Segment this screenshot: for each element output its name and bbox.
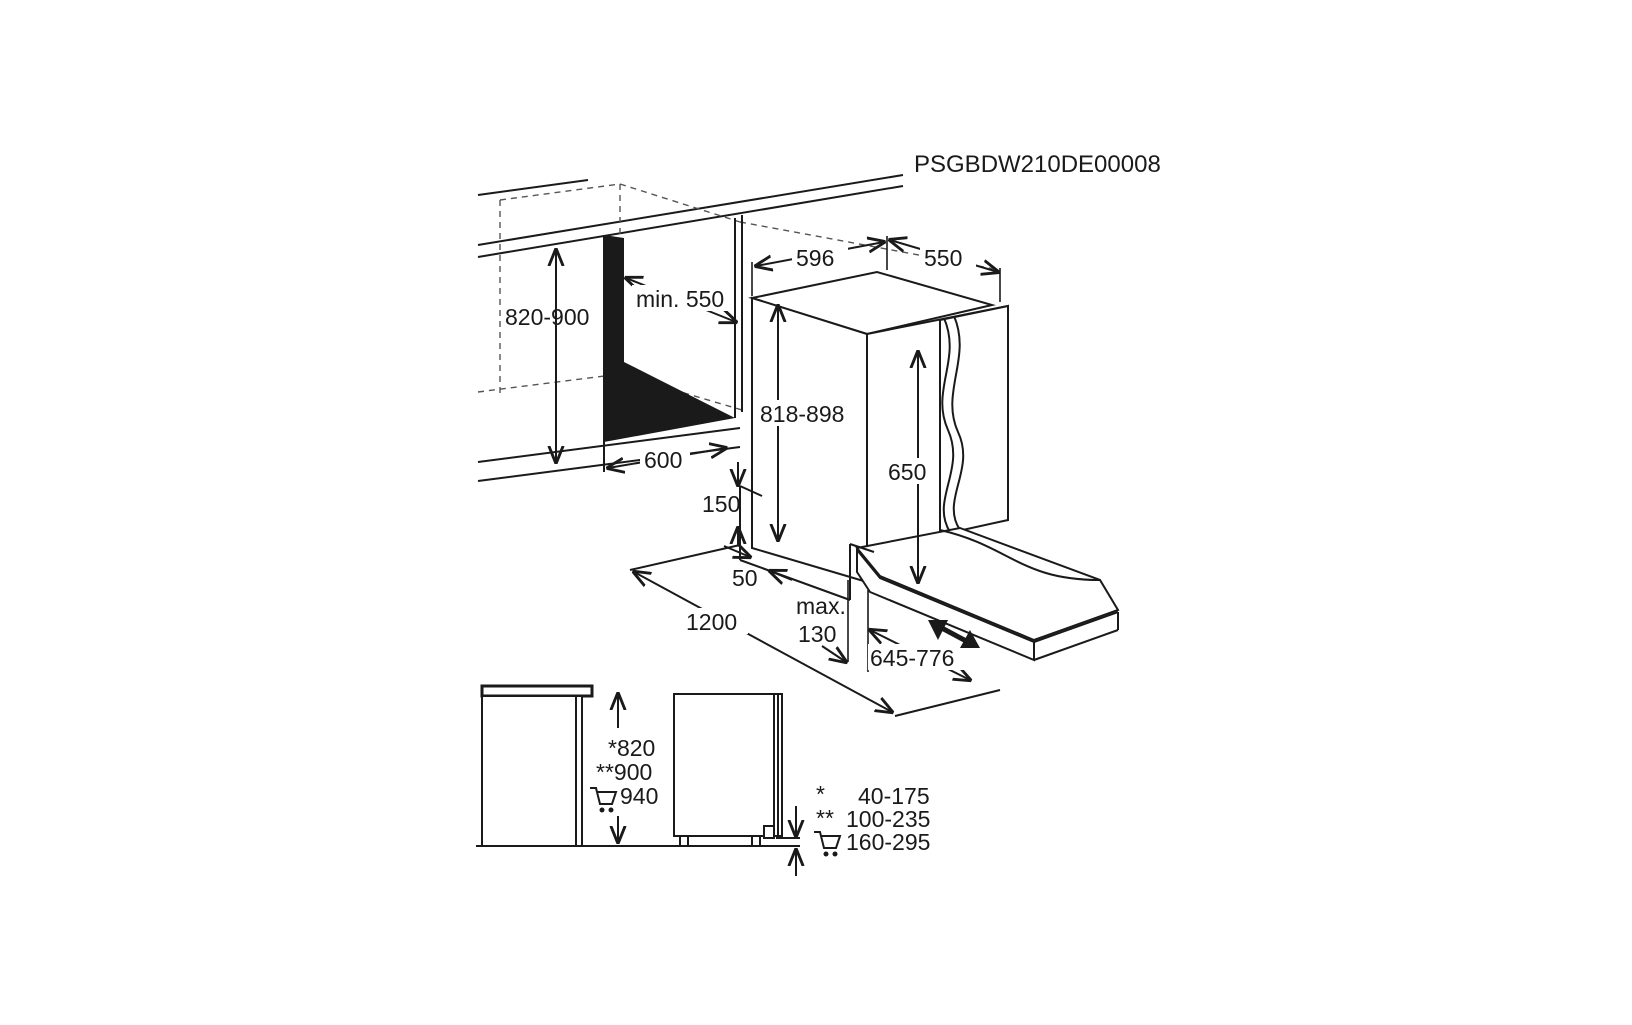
label-appliance-height: 818-898: [760, 401, 844, 427]
dimension-appliance-depth: 550: [890, 240, 1000, 302]
label-door-opening: 1200: [686, 609, 737, 635]
label-niche-height: 820-900: [505, 304, 589, 330]
shopping-cart-icon: [590, 787, 618, 813]
cabinet-side-panel: [603, 215, 743, 472]
label-height-900: **900: [596, 759, 652, 785]
adjustment-legend: * 40-175 ** 100-235 160-295: [814, 781, 930, 857]
label-door-adjust: 645-776: [870, 645, 954, 671]
label-plinth-150: 150: [702, 491, 740, 517]
label-plinth-50: 50: [732, 565, 758, 591]
slide-arrow-icon: [928, 620, 980, 648]
dimension-door-adjust: 645-776: [868, 620, 980, 680]
label-door-height: 650: [888, 459, 926, 485]
label-min-depth: min. 550: [636, 286, 724, 312]
drawing-code: PSGBDW210DE00008: [914, 151, 1161, 178]
legend-marker-2: **: [816, 805, 834, 831]
label-height-820: *820: [608, 735, 655, 761]
label-max-value: 130: [798, 621, 836, 647]
dimension-niche-height: 820-900: [505, 250, 589, 462]
dimension-appliance-height: 818-898: [758, 306, 854, 540]
legend-value-3: 160-295: [846, 829, 930, 855]
open-door: [855, 526, 1120, 662]
shopping-cart-icon: [814, 831, 842, 857]
side-view-right: [673, 693, 800, 876]
side-view-left: *820 **900 940: [476, 684, 800, 847]
dimension-appliance-width: 596: [751, 236, 888, 296]
label-height-940: 940: [620, 783, 658, 809]
dimension-niche-width: 600: [608, 446, 726, 473]
dimension-door-opening: 1200: [630, 544, 1001, 717]
label-appliance-width: 596: [796, 245, 834, 271]
dimension-door-height: 650: [884, 352, 936, 582]
label-appliance-depth: 550: [924, 245, 962, 271]
dimension-min-depth: min. 550: [626, 278, 736, 322]
legend-marker-1: *: [816, 781, 825, 807]
label-niche-width: 600: [644, 447, 682, 473]
legend-value-1: 40-175: [858, 783, 930, 809]
legend-value-2: 100-235: [846, 806, 930, 832]
label-max: max.: [796, 593, 846, 619]
dimension-max-130: max. 130: [796, 580, 869, 672]
